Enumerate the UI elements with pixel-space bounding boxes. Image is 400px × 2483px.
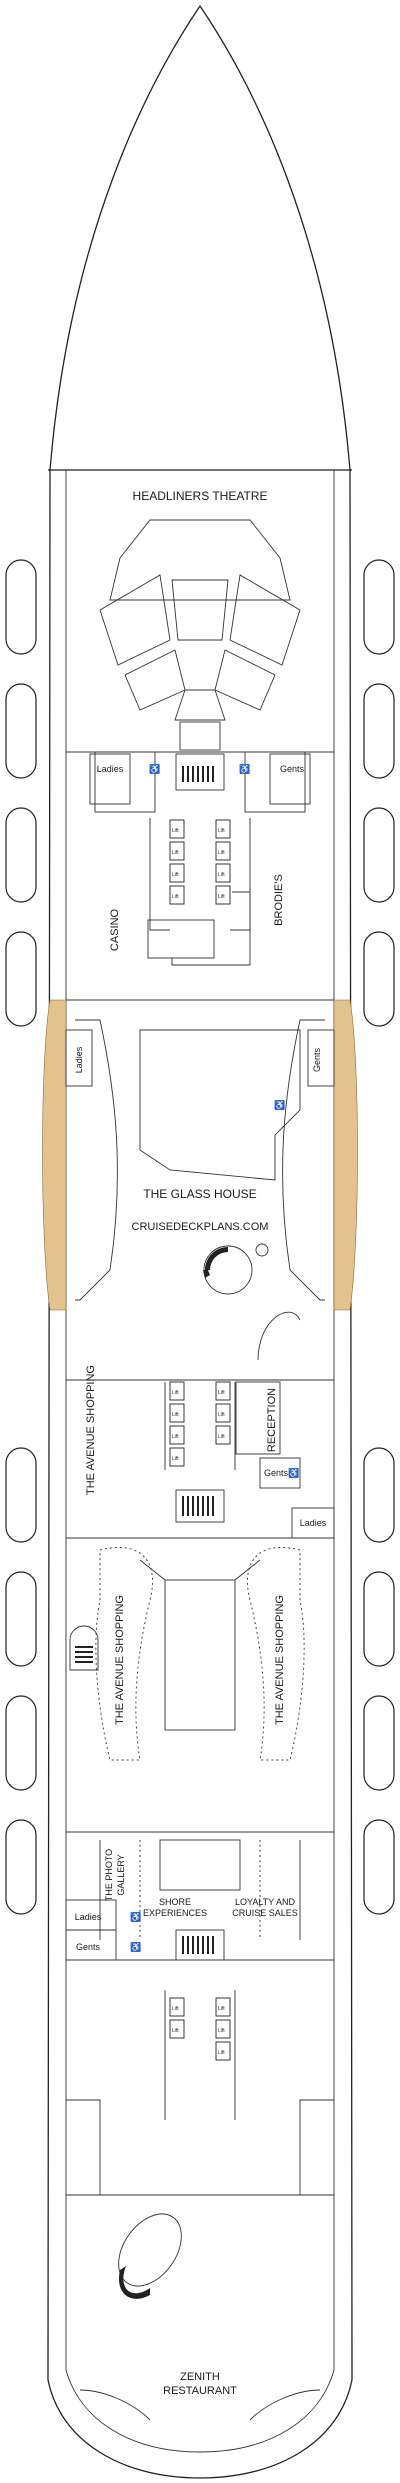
lift-label: Lift — [218, 1390, 225, 1396]
restroom-ladies-fwd: Ladies — [97, 764, 124, 774]
label-shore-2: EXPERIENCES — [143, 1908, 207, 1918]
accessible-icon: ♿ — [130, 1911, 141, 1922]
glass-house-spiral-stair — [203, 1245, 253, 1295]
lift-bank-midship: Lift Lift Lift Lift Lift Lift Lift — [169, 1381, 231, 1467]
stairs-forward — [175, 753, 225, 791]
restroom-gents-fwd: Gents — [280, 764, 305, 774]
lift-label: Lift — [218, 2028, 225, 2034]
label-avenue-shopping-fwd: THE AVENUE SHOPPING — [85, 1365, 97, 1495]
label-avenue-shopping-port: THE AVENUE SHOPPING — [114, 1595, 126, 1725]
stairs-aft — [175, 1929, 225, 1961]
label-photo-gallery-2: GALLERY — [116, 1854, 126, 1895]
lift-label: Lift — [218, 894, 225, 900]
accessible-icon: ♿ — [288, 1467, 299, 1478]
hull-outline — [47, 4, 353, 2479]
accessible-icon: ♿ — [239, 763, 250, 774]
lift-label: Lift — [172, 894, 179, 900]
label-brodies: BRODIE'S — [273, 874, 285, 926]
label-loyalty-1: LOYALTY AND — [235, 1897, 296, 1907]
label-shore-1: SHORE — [159, 1897, 191, 1907]
label-avenue-shopping-stbd: THE AVENUE SHOPPING — [274, 1595, 286, 1725]
stairs-shopping — [69, 1625, 99, 1671]
hull-inner-wall — [65, 469, 335, 2453]
restroom-gents-glass: Gents — [312, 1047, 322, 1072]
label-loyalty-2: CRUISE SALES — [232, 1908, 298, 1918]
promenade-wood-port — [42, 999, 67, 1311]
label-casino: CASINO — [109, 908, 121, 951]
lifeboats-starboard — [363, 559, 395, 1915]
lift-label: Lift — [218, 2006, 225, 2012]
label-zenith-1: ZENITH — [180, 2371, 220, 2383]
accessible-icon: ♿ — [149, 763, 160, 774]
lift-label: Lift — [172, 2028, 179, 2034]
lift-label: Lift — [172, 850, 179, 856]
label-zenith-2: RESTAURANT — [163, 2385, 237, 2397]
restroom-ladies-aft: Ladies — [75, 1912, 102, 1922]
accessible-icon: ♿ — [274, 1099, 285, 1110]
restroom-gents-reception: Gents — [264, 1468, 289, 1478]
accessible-icon: ♿ — [130, 1941, 141, 1952]
label-reception: RECEPTION — [266, 1388, 278, 1452]
lift-label: Lift — [172, 2006, 179, 2012]
lift-label: Lift — [218, 2050, 225, 2056]
lift-label: Lift — [172, 1456, 179, 1462]
lift-label: Lift — [218, 1434, 225, 1440]
lift-bank-aft: Lift Lift Lift Lift Lift — [169, 1997, 231, 2061]
lift-label: Lift — [172, 1434, 179, 1440]
lift-label: Lift — [218, 1412, 225, 1418]
promenade-wood-starboard — [333, 999, 358, 1311]
stairs-midship — [175, 1489, 225, 1523]
watermark: CRUISEDECKPLANS.COM — [132, 1221, 269, 1233]
lift-bank-forward: Lift Lift Lift Lift Lift Lift Lift Lift — [169, 819, 231, 905]
lift-label: Lift — [172, 1412, 179, 1418]
zenith-stair — [118, 2213, 182, 2299]
restroom-ladies-glass: Ladies — [74, 1046, 84, 1073]
lift-label: Lift — [172, 828, 179, 834]
restroom-gents-aft: Gents — [76, 1942, 101, 1952]
lift-label: Lift — [218, 872, 225, 878]
lift-label: Lift — [172, 1390, 179, 1396]
lifeboats-port — [5, 559, 37, 1915]
lift-label: Lift — [172, 872, 179, 878]
label-glass-house: THE GLASS HOUSE — [143, 1187, 256, 1201]
restroom-ladies-reception: Ladies — [300, 1518, 327, 1528]
theatre-seating — [99, 519, 301, 751]
label-photo-gallery-1: THE PHOTO — [104, 1849, 114, 1901]
label-headliners-theatre: HEADLINERS THEATRE — [133, 489, 268, 503]
lift-label: Lift — [218, 828, 225, 834]
lift-label: Lift — [218, 850, 225, 856]
